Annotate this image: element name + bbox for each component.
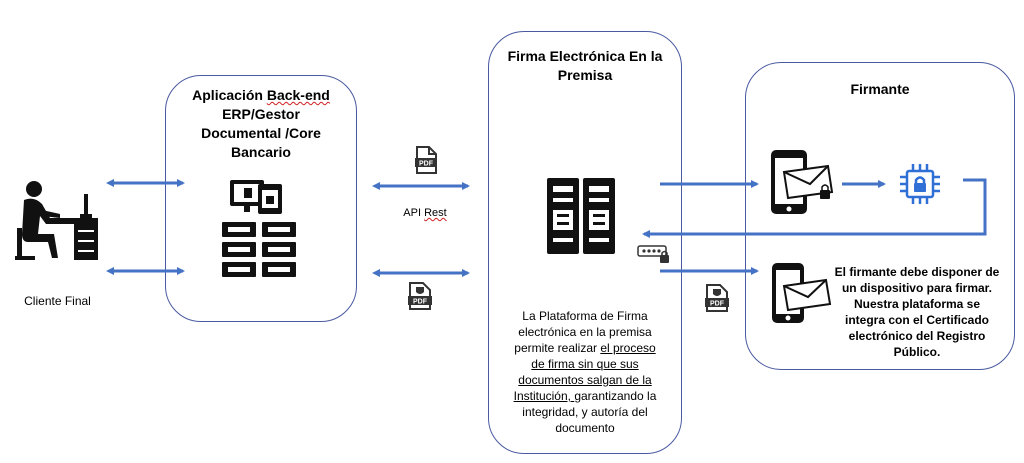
svg-text:PDF: PDF xyxy=(710,301,725,308)
server-lock-icon xyxy=(222,180,296,277)
pdf-signed-icon: PDF xyxy=(408,282,432,310)
pdf-signed-icon: PDF xyxy=(705,284,729,312)
signer-title: Firmante xyxy=(850,81,910,97)
password-lock-icon xyxy=(637,245,669,263)
pdf-file-icon: PDF xyxy=(415,146,437,174)
phone-envelope-icon xyxy=(771,150,834,214)
premise-description: La Plataforma de Firma electrónica en la… xyxy=(513,309,657,435)
svg-text:PDF: PDF xyxy=(419,161,434,168)
arrow-chip-return xyxy=(642,178,987,238)
person-at-desk-icon xyxy=(15,181,98,260)
backend-title: Aplicación Back-end ERP/Gestor Documenta… xyxy=(192,87,330,160)
svg-text:PDF: PDF xyxy=(413,299,428,306)
phone-envelope-icon xyxy=(772,263,832,323)
server-rack-icon xyxy=(547,178,615,254)
chip-lock-icon xyxy=(900,164,940,204)
client-label: Cliente Final xyxy=(24,294,91,308)
premise-title: Firma Electrónica En la Premisa xyxy=(507,48,663,83)
signer-description: El firmante debe disponer de un disposit… xyxy=(834,265,1000,359)
api-rest-label: API Rest xyxy=(403,207,447,219)
